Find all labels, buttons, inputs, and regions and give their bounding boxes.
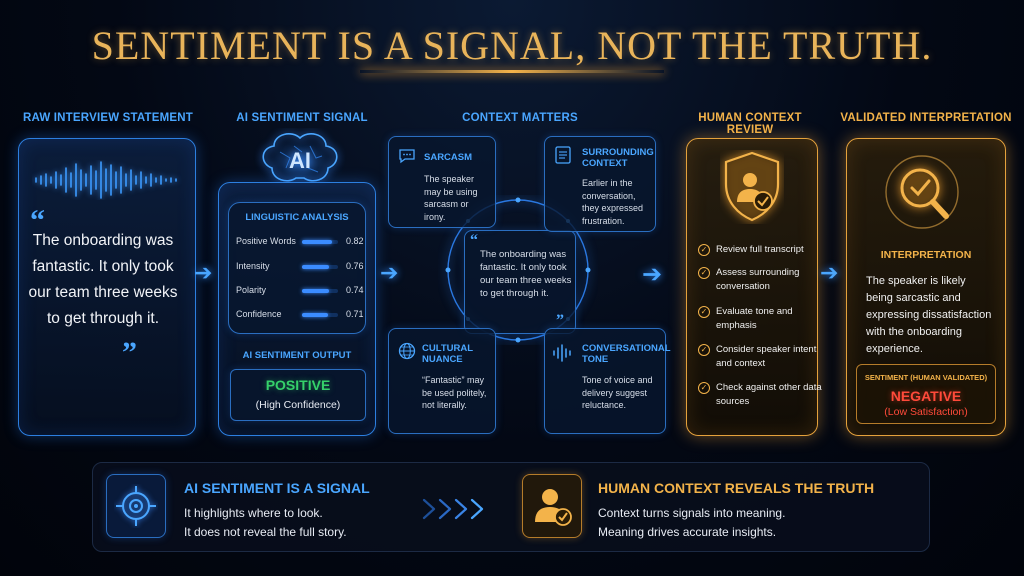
context-center-quote-box: [464, 230, 576, 334]
sound-wave-icon: [553, 344, 571, 362]
bottom-left-title: AI SENTIMENT IS A SIGNAL: [184, 480, 370, 496]
ai-output-title: AI SENTIMENT OUTPUT: [242, 350, 352, 361]
metric-label: Positive Words: [236, 236, 296, 246]
metric-label: Intensity: [236, 261, 270, 271]
column-header-ai: AI SENTIMENT SIGNAL: [236, 112, 368, 124]
cultural-nuance-text: “Fantastic” may be used politely, not li…: [422, 375, 487, 410]
validated-sentiment-label: SENTIMENT (HUMAN VALIDATED): [864, 373, 988, 382]
context-center-quote: The onboarding was fantastic. It only to…: [480, 249, 572, 299]
metric-label: Polarity: [236, 285, 267, 295]
checklist-item: Consider speaker intent and context: [716, 344, 817, 369]
validated-sentiment-value: NEGATIVE: [890, 388, 962, 404]
metric-row: Intensity 0.76: [236, 261, 364, 273]
bottom-left-line2: It does not reveal the full story.: [184, 525, 347, 539]
ai-badge: AI: [289, 148, 311, 173]
metric-value: 0.76: [346, 261, 364, 271]
flow-arrow-1: ➔: [194, 260, 213, 285]
surrounding-context-title: SURROUNDING CONTEXT: [582, 147, 654, 169]
column-header-raw: RAW INTERVIEW STATEMENT: [22, 112, 194, 124]
magnifier-check-icon: [885, 155, 959, 229]
sarcasm-title: SARCASM: [424, 152, 473, 163]
validated-sentiment-sub: (Low Satisfaction): [884, 406, 968, 418]
flow-arrow-4: ➔: [820, 260, 839, 285]
cultural-nuance-card: [388, 328, 496, 434]
metric-bar: [302, 240, 338, 244]
metric-row: Positive Words 0.82: [236, 236, 364, 248]
user-check-icon: [535, 489, 572, 526]
bottom-right-line1: Context turns signals into meaning.: [598, 506, 786, 520]
page-title: SENTIMENT IS A SIGNAL, NOT THE TRUTH.: [91, 23, 933, 68]
ai-output-confidence: (High Confidence): [255, 399, 341, 411]
check-circle-icon: ✓: [698, 344, 710, 356]
title-underline: [360, 70, 664, 73]
context-open-quote-icon: “: [470, 232, 478, 249]
metric-bar-fill: [302, 265, 330, 269]
flow-arrow-2: ➔: [380, 260, 399, 285]
interpretation-text: The speaker is likely being sarcastic an…: [866, 275, 992, 355]
column-header-validated: VALIDATED INTERPRETATION: [840, 112, 1012, 124]
checklist-item: Evaluate tone and emphasis: [716, 306, 793, 331]
checklist-item: Review full transcript: [716, 244, 804, 255]
column-header-human: HUMAN CONTEXT REVIEW: [698, 112, 802, 136]
checklist-item: Assess surrounding conversation: [716, 267, 800, 292]
speech-bubble-icon: [399, 149, 415, 164]
metric-bar-fill: [302, 240, 332, 244]
metric-row: Polarity 0.74: [236, 285, 364, 297]
conversational-tone-text: Tone of voice and delivery suggest reluc…: [582, 375, 653, 410]
close-quote-icon: ”: [122, 336, 137, 369]
cultural-nuance-title: CULTURAL NUANCE: [422, 343, 473, 365]
ai-brain-icon: [254, 132, 346, 192]
globe-icon: [398, 342, 416, 360]
linguistic-analysis-box: [228, 202, 366, 334]
audio-waveform-icon: [35, 161, 177, 199]
chevrons-right-icon: [422, 498, 484, 520]
document-icon: [555, 146, 571, 164]
check-circle-icon: ✓: [698, 382, 710, 394]
target-icon: [116, 486, 156, 526]
conversational-tone-title: CONVERSATIONAL TONE: [582, 343, 671, 365]
metric-bar: [302, 265, 338, 269]
check-circle-icon: ✓: [698, 306, 710, 318]
flow-arrow-3: ➔: [642, 261, 663, 288]
context-close-quote-icon: ”: [556, 312, 564, 329]
bottom-banner: [92, 462, 930, 552]
metric-bar-fill: [302, 313, 328, 317]
metric-bar-fill: [302, 289, 329, 293]
column-header-context: CONTEXT MATTERS: [462, 112, 578, 124]
raw-statement-panel: [18, 138, 196, 436]
user-check-icon-box: [522, 474, 582, 538]
metric-label: Confidence: [236, 309, 282, 319]
interpretation-heading: INTERPRETATION: [880, 249, 972, 261]
metric-row: Confidence 0.71: [236, 309, 364, 321]
check-circle-icon: ✓: [698, 267, 710, 279]
sarcasm-card: [388, 136, 496, 228]
metric-value: 0.71: [346, 309, 364, 319]
sarcasm-text: The speaker may be using sarcasm or iron…: [424, 174, 478, 222]
open-quote-icon: “: [30, 204, 45, 237]
validated-sentiment-box: [856, 364, 996, 424]
surrounding-context-text: Earlier in the conversation, they expres…: [582, 178, 644, 226]
bottom-left-line1: It highlights where to look.: [184, 506, 323, 520]
metric-value: 0.82: [346, 236, 364, 246]
check-circle-icon: ✓: [698, 244, 710, 256]
metric-bar: [302, 313, 338, 317]
raw-statement-text: The onboarding was fantastic. It only to…: [28, 232, 178, 327]
shield-user-icon: [724, 151, 780, 222]
linguistic-analysis-title: LINGUISTIC ANALYSIS: [245, 212, 349, 223]
metric-bar: [302, 289, 338, 293]
checklist-item: Check against other data sources: [716, 382, 822, 407]
ai-output-value: POSITIVE: [265, 377, 331, 393]
metric-value: 0.74: [346, 285, 364, 295]
bottom-right-line2: Meaning drives accurate insights.: [598, 525, 777, 539]
ai-output-box: [230, 369, 366, 421]
conversational-tone-card: [544, 328, 666, 434]
bottom-right-title: HUMAN CONTEXT REVEALS THE TRUTH: [598, 480, 875, 496]
